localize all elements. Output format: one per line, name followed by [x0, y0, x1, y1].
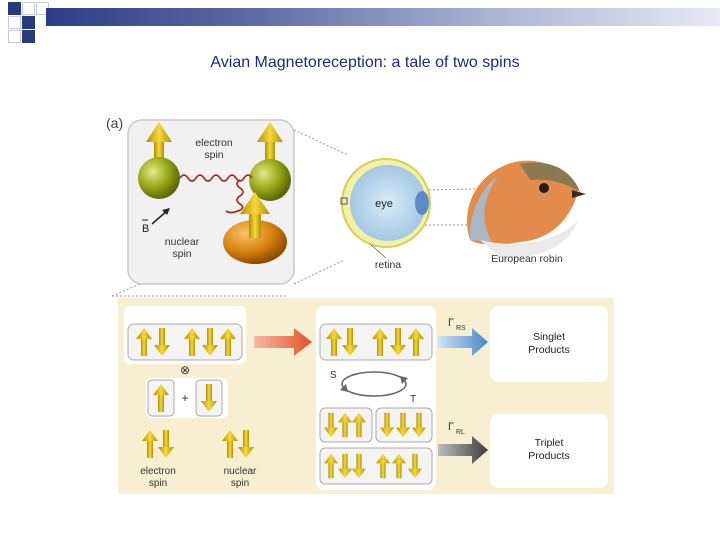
red-transition-arrow: [254, 328, 312, 356]
field-label: B: [142, 223, 149, 235]
nuclear-spin-label-2: spin: [172, 248, 191, 260]
singlet-decay-arrow: [438, 328, 488, 356]
deco-square: [8, 30, 21, 43]
triplet-state-label: T: [410, 394, 416, 405]
nuclear-spin-label: nuclear: [165, 236, 200, 248]
electron-spin-right: [249, 122, 291, 201]
deco-square: [8, 16, 21, 29]
electron-spin-label-2: spin: [204, 149, 223, 161]
robin-illustration: [467, 160, 586, 259]
panel-a-label: (a): [106, 115, 124, 131]
electron-spin-left: [138, 122, 180, 199]
panel-a-diagram: electron spin B nuclear spin eye retina …: [111, 119, 586, 297]
eye-label: eye: [375, 198, 393, 210]
eye-illustration: [340, 158, 431, 248]
tensor-symbol: ⊗: [180, 363, 190, 377]
title-bar-gradient: [46, 8, 720, 26]
panel-b-diagram: ⊗ + electron spin nuclear spin S T Γ RS …: [124, 306, 608, 490]
deco-square: [22, 30, 35, 43]
nuclear-spin-label-b: nuclear: [224, 466, 257, 477]
singlet-state-label: S: [330, 370, 337, 381]
deco-square: [22, 16, 35, 29]
electron-spin-label: electron: [195, 137, 233, 149]
robin-label: European robin: [491, 253, 563, 265]
triplet-decay-arrow: [438, 436, 488, 464]
electron-spin-label-b-2: spin: [149, 478, 167, 489]
singlet-products-label: Singlet: [533, 331, 565, 343]
triplet-products-label-2: Products: [528, 450, 569, 462]
deco-square: [22, 2, 35, 15]
retina-label: retina: [375, 259, 401, 271]
interconversion-cycle: [341, 371, 407, 397]
nuclear-spin: [223, 192, 287, 264]
triplet-products-label: Triplet: [535, 437, 564, 449]
magnetic-field-arrow: [151, 208, 170, 225]
plus-symbol: +: [181, 391, 188, 405]
deco-square: [8, 2, 21, 15]
nuclear-spin-label-b-2: spin: [231, 478, 249, 489]
singlet-products-label-2: Products: [528, 344, 569, 356]
slide-title: Avian Magnetoreception: a tale of two sp…: [210, 54, 520, 71]
hyperfine-coupling-wave: [225, 179, 244, 214]
electron-spin-label-b: electron: [140, 466, 176, 477]
singlet-rate-subscript: RS: [456, 325, 466, 332]
triplet-rate-label: Γ: [448, 421, 454, 433]
triplet-rate-subscript: RL: [456, 429, 465, 436]
singlet-rate-label: Γ: [448, 317, 454, 329]
